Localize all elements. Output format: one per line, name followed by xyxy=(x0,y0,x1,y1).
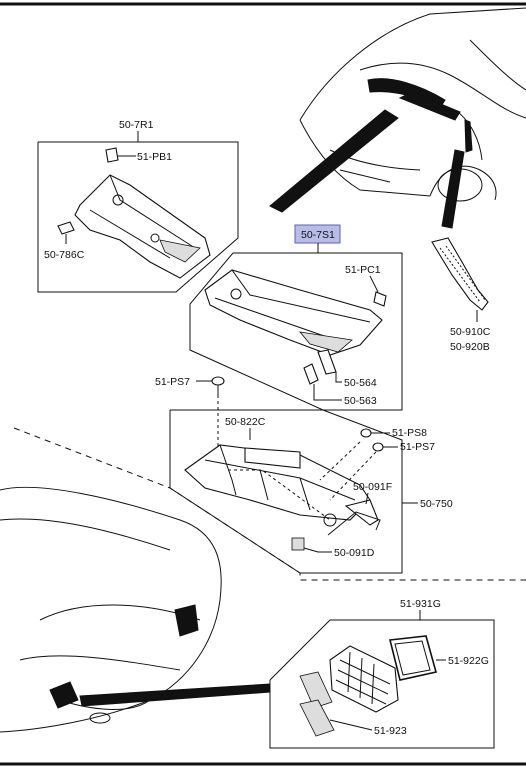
label-50-822C: 50-822C xyxy=(225,416,266,428)
label-50-7S1: 50-7S1 xyxy=(301,229,335,241)
label-50-091D: 50-091D xyxy=(334,547,375,559)
label-50-750: 50-750 xyxy=(420,498,453,510)
rear-car-illustration xyxy=(0,486,271,733)
label-51-923: 51-923 xyxy=(374,725,407,737)
label-50-786C: 50-786C xyxy=(44,249,85,261)
front-car-illustration xyxy=(269,7,526,229)
label-50-091F: 50-091F xyxy=(353,481,392,493)
label-50-7R1: 50-7R1 xyxy=(119,119,154,131)
label-51-PS7-b: 51-PS7 xyxy=(400,441,435,453)
label-50-920B: 50-920B xyxy=(450,341,490,353)
group-50-750: 50-822C 51-PS8 51-PS7 50-091F 50-750 50-… xyxy=(169,409,453,574)
label-51-931G: 51-931G xyxy=(400,598,441,610)
dashed-separator xyxy=(13,427,526,581)
label-50-563: 50-563 xyxy=(344,395,377,407)
label-51-PB1: 51-PB1 xyxy=(137,151,172,163)
label-51-922G: 51-922G xyxy=(448,655,489,667)
screw-51-PS7-left: 51-PS7 xyxy=(155,376,225,448)
label-51-PC1: 51-PC1 xyxy=(345,264,381,276)
label-50-910C: 50-910C xyxy=(450,326,491,338)
group-side-duct: 50-910C 50-920B xyxy=(431,237,491,353)
label-50-564: 50-564 xyxy=(344,377,377,389)
group-51-931G: 51-931G 51-922G 51-923 xyxy=(269,598,495,749)
label-51-PS7-a: 51-PS7 xyxy=(155,376,190,388)
group-50-7R1: 50-7R1 51-PB1 50-786C xyxy=(37,119,239,293)
label-51-PS8: 51-PS8 xyxy=(392,427,427,439)
group-50-7S1: 50-7S1 51-PC1 50-564 50-563 xyxy=(189,224,403,411)
